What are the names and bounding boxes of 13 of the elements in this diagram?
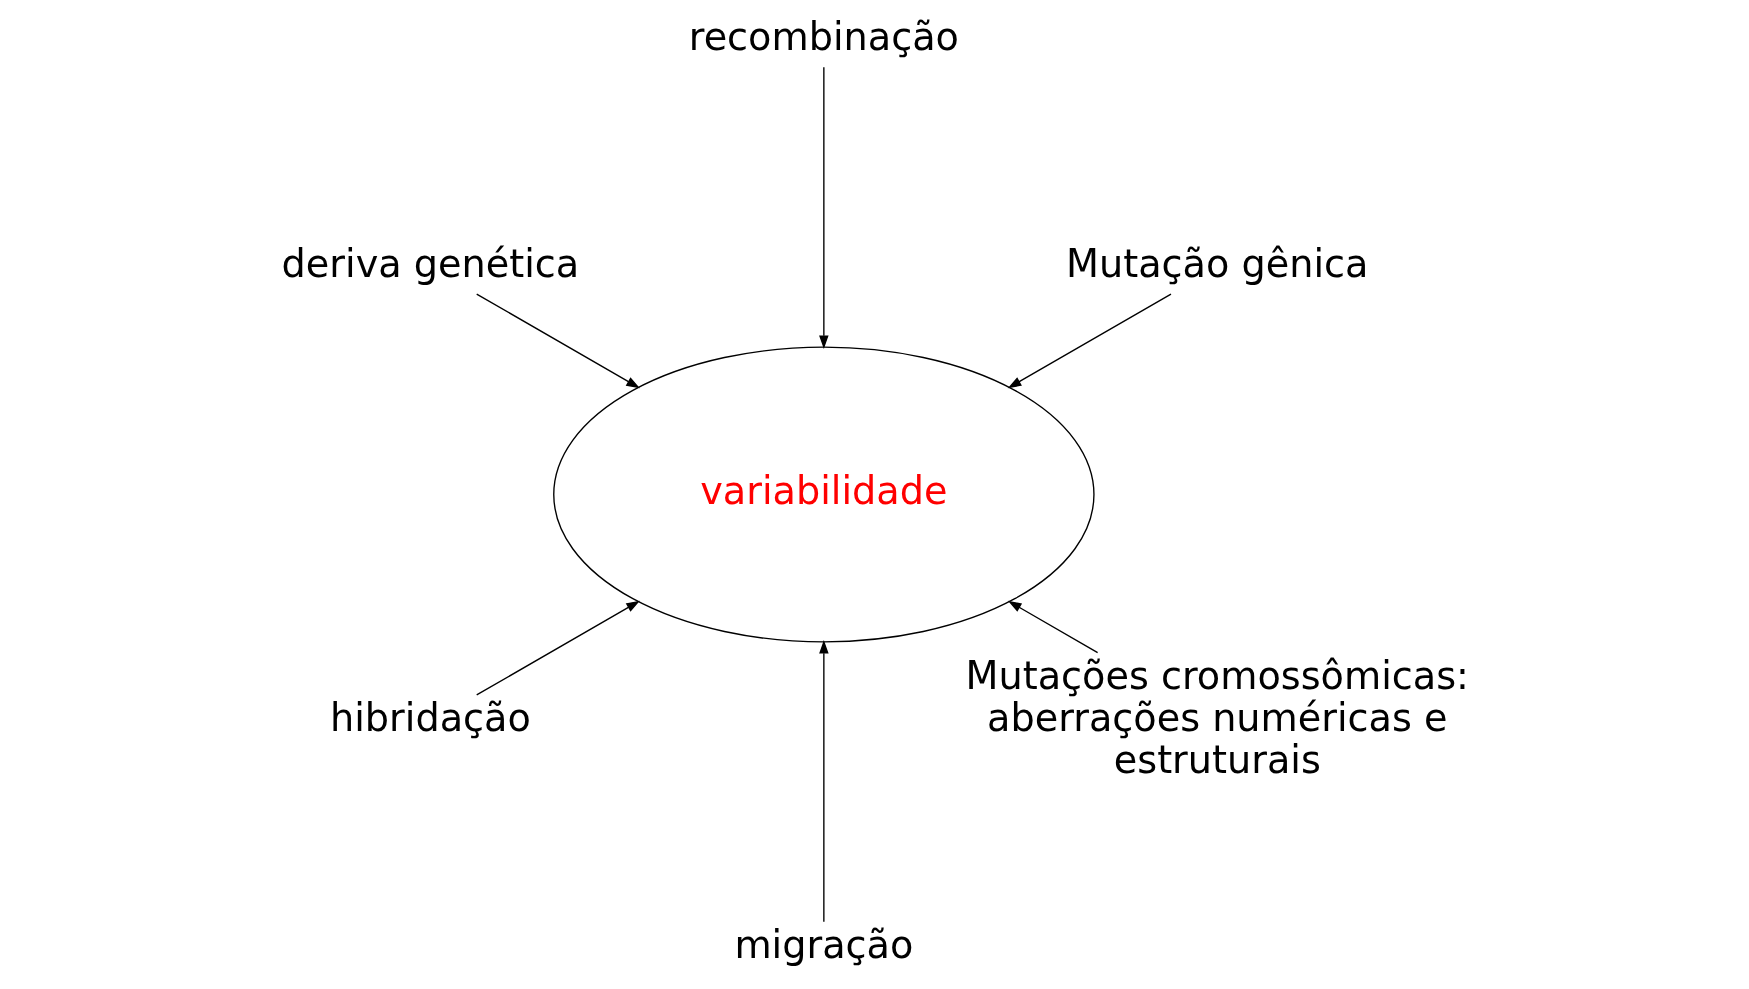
arrow	[818, 639, 829, 923]
arrow	[475, 600, 640, 696]
node-text: recombinação	[688, 14, 959, 59]
node-text: migração	[733, 923, 913, 968]
node-text: Mutação gênica	[1065, 241, 1368, 286]
arrow	[1007, 600, 1098, 654]
node-ellipse: variabilidade	[552, 346, 1095, 643]
node-text: Mutações cromossômicas: aberrações numéricas e estruturais	[965, 653, 1469, 783]
arrow	[818, 66, 829, 350]
node-text: deriva genética	[281, 241, 579, 286]
arrow	[1007, 293, 1172, 389]
node-text: hibridação	[329, 696, 531, 741]
arrow	[475, 293, 640, 389]
